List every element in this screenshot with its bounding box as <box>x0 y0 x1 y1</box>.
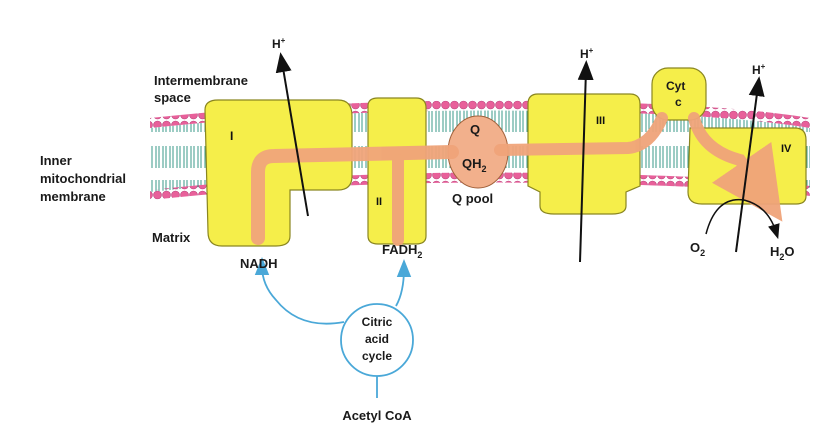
complex-ii-label: II <box>376 196 382 208</box>
cytochrome-c <box>651 67 707 121</box>
intermembrane-label-2: space <box>154 90 191 105</box>
oxygen-reduction-arrow <box>705 198 780 240</box>
proton-label-1: H+ <box>272 36 286 51</box>
complex-iv-label: IV <box>781 143 792 155</box>
o2-label: O2 <box>690 240 705 258</box>
intermembrane-label-1: Intermembrane <box>154 73 248 88</box>
proton-label-2: H+ <box>580 46 594 61</box>
proton-arrow-3 <box>735 76 765 253</box>
electron-flow-path <box>251 112 783 246</box>
citric-label-3: cycle <box>362 349 392 363</box>
proton-arrow-1 <box>275 52 309 217</box>
cyt-label-1: Cyt <box>666 79 685 93</box>
inner-membrane-label-1: Inner <box>40 153 72 168</box>
proton-label-3: H+ <box>752 62 766 77</box>
qh2-label: QH2 <box>462 156 487 174</box>
fadh2-label: FADH2 <box>382 242 422 260</box>
acetyl-coa-label: Acetyl CoA <box>342 408 412 423</box>
complex-iii-label: III <box>596 115 605 127</box>
matrix-label: Matrix <box>152 230 191 245</box>
proton-arrow-2 <box>577 60 594 263</box>
q-pool-label: Q pool <box>452 191 493 206</box>
nadh-label: NADH <box>240 256 278 271</box>
cyt-label-2: c <box>675 95 682 109</box>
complex-i <box>204 99 353 247</box>
inner-membrane-label-2: mitochondrial <box>40 171 126 186</box>
inner-membrane-label-3: membrane <box>40 189 106 204</box>
citric-label-1: Citric <box>362 315 393 329</box>
q-label: Q <box>470 122 480 137</box>
h2o-label: H2O <box>770 244 795 262</box>
complex-i-label: I <box>230 129 233 143</box>
citric-acid-cycle <box>254 257 414 398</box>
citric-label-2: acid <box>365 332 389 346</box>
